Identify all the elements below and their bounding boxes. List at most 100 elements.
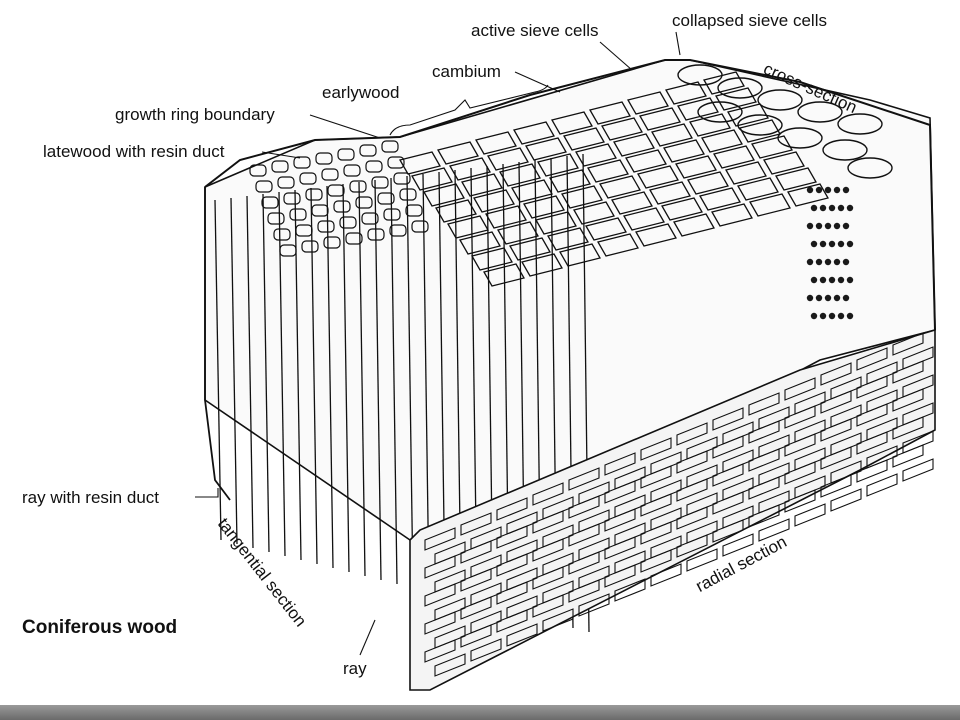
ray-cell	[686, 548, 718, 572]
ray-cell	[532, 538, 564, 562]
ray-cell	[830, 376, 862, 400]
ray-cell	[712, 463, 744, 487]
ray-cell	[640, 465, 672, 489]
ray-cell	[686, 520, 718, 544]
earlywood-cell	[423, 183, 465, 207]
resin-dot	[846, 312, 854, 320]
resin-dot	[833, 222, 841, 230]
sieve-cell	[737, 114, 783, 136]
latewood-cell	[343, 164, 361, 177]
ray-cell	[758, 406, 790, 430]
latewood-cell	[345, 232, 363, 245]
ray-cell	[784, 489, 816, 513]
ray-cell	[640, 493, 672, 517]
earlywood-cell	[525, 137, 567, 161]
ray-cell	[568, 579, 600, 603]
ray-cell	[604, 480, 636, 504]
ray-cell	[506, 623, 538, 647]
latewood-cell	[381, 140, 399, 153]
resin-dot	[842, 222, 850, 230]
sieve-cell	[697, 101, 743, 123]
ray-cell	[866, 445, 898, 469]
earlywood-cell	[751, 135, 793, 159]
earlywood-cell	[547, 227, 589, 251]
ray-cell	[578, 593, 610, 617]
ray-cell	[712, 435, 744, 459]
ray-cell	[686, 492, 718, 516]
ray-cell	[496, 553, 528, 577]
resin-dot	[837, 204, 845, 212]
earlywood-cell	[711, 203, 753, 227]
label-collapsed-sieve-cells: collapsed sieve cells	[672, 11, 827, 30]
ray-cell	[902, 430, 934, 454]
ray-cell	[614, 522, 646, 546]
label-cambium: cambium	[432, 62, 501, 81]
resin-dot	[810, 276, 818, 284]
earlywood-cell	[635, 223, 677, 247]
ray-cell	[748, 504, 780, 528]
earlywood-cell	[749, 193, 791, 217]
resin-dot	[806, 258, 814, 266]
tracheid-line	[422, 173, 430, 593]
ray-cell	[640, 521, 672, 545]
sieve-cell	[717, 77, 763, 99]
resin-dot	[824, 222, 832, 230]
earlywood-cell	[673, 213, 715, 237]
earlywood-cell	[599, 175, 641, 199]
ray-cell	[784, 377, 816, 401]
latewood-cell	[305, 188, 323, 201]
latewood-cell	[387, 156, 405, 169]
earlywood-cell	[523, 195, 565, 219]
earlywood-cell	[459, 231, 501, 255]
ray-cell	[794, 391, 826, 415]
label-ray-with-resin-duct: ray with resin duct	[22, 488, 159, 507]
resin-dot	[833, 294, 841, 302]
earlywood-cell	[551, 111, 593, 135]
diagram-title: Coniferous wood	[22, 617, 178, 638]
ray-cell	[640, 549, 672, 573]
ray-cell	[568, 495, 600, 519]
resin-dot	[828, 312, 836, 320]
latewood-cell	[323, 236, 341, 249]
earlywood-cell	[601, 117, 643, 141]
ray-cell	[748, 420, 780, 444]
block-front-edge	[204, 187, 231, 501]
earlywood-cell	[411, 167, 453, 191]
earlywood-cell	[725, 161, 767, 185]
ray-cell	[578, 509, 610, 533]
ray-cell	[722, 533, 754, 557]
latewood-cell	[389, 224, 407, 237]
ray-cell	[542, 496, 574, 520]
earlywood-cell	[787, 183, 829, 207]
resin-dot	[846, 240, 854, 248]
ray-cell	[542, 580, 574, 604]
earlywood-cell	[487, 147, 529, 171]
ray-cell	[686, 464, 718, 488]
label-growth-ring-boundary: growth ring boundary	[115, 105, 275, 124]
earlywood-cell	[687, 171, 729, 195]
latewood-cell	[289, 208, 307, 221]
earlywood-cell	[535, 211, 577, 235]
latewood-cell	[299, 172, 317, 185]
ray-cell	[676, 506, 708, 530]
radial-section-ray-cells	[424, 332, 934, 677]
latewood-cell	[273, 228, 291, 241]
earlywood-cell	[537, 153, 579, 177]
ray-cell	[496, 581, 528, 605]
sieve-cell	[847, 157, 893, 179]
latewood-cell	[317, 220, 335, 233]
ray-cell	[820, 418, 852, 442]
ray-cell	[650, 563, 682, 587]
label-ray: ray	[343, 659, 367, 678]
tracheid-line	[230, 197, 238, 545]
ray-cell	[532, 510, 564, 534]
resin-dot	[824, 186, 832, 194]
ray-cell	[748, 448, 780, 472]
earlywood-cell	[689, 113, 731, 137]
ray-cell	[604, 536, 636, 560]
ray-cell	[614, 494, 646, 518]
resin-dot	[828, 240, 836, 248]
ray-cell	[532, 594, 564, 618]
earlywood-cell	[713, 145, 755, 169]
